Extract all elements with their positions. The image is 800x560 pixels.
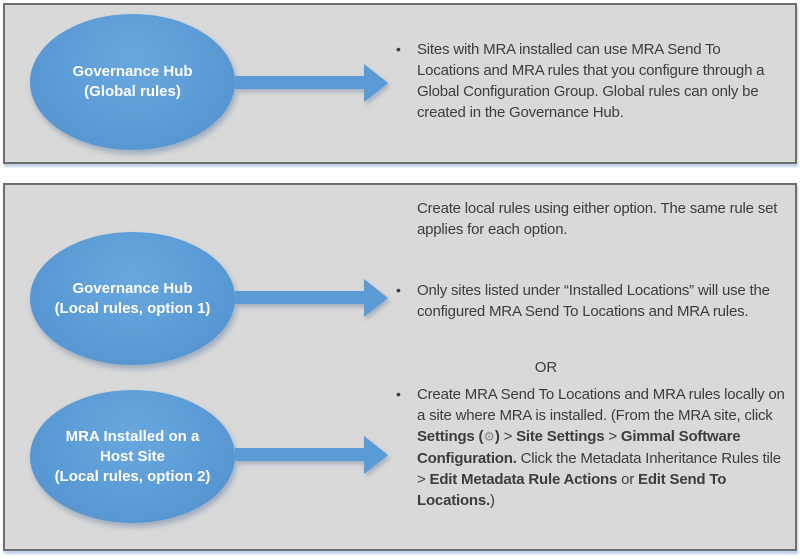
option2-bullet-text: Create MRA Send To Locations and MRA rul… [417, 386, 785, 509]
bullet-dot: • [396, 41, 401, 57]
arrow-right-icon [235, 279, 388, 317]
arrow-right-icon [235, 436, 388, 474]
ellipse-label: Governance Hub (Global rules) [72, 63, 193, 100]
option1-bullet-text: Only sites listed under “Installed Locat… [417, 282, 770, 320]
bullet-dot: • [396, 386, 401, 402]
global-rules-panel: Governance Hub (Global rules) • Sites wi… [3, 3, 797, 164]
local-rules-intro-text: Create local rules using either option. … [417, 200, 778, 238]
bullet-item: • Only sites listed under “Installed Loc… [396, 280, 779, 322]
ellipse-label: Governance Hub (Local rules, option 1) [54, 279, 211, 317]
ellipse-label: MRA Installed on a Host Site (Local rule… [54, 427, 211, 485]
mra-host-site-ellipse: MRA Installed on a Host Site (Local rule… [30, 390, 235, 523]
or-label: OR [534, 359, 558, 376]
arrow-right-icon [235, 64, 388, 102]
gear-icon: ⚙ [483, 430, 495, 445]
local-rules-panel: Create local rules using either option. … [3, 183, 797, 551]
bullet-item: • Sites with MRA installed can use MRA S… [396, 39, 779, 123]
governance-hub-global-ellipse: Governance Hub (Global rules) [30, 14, 235, 150]
global-rules-bullet-text: Sites with MRA installed can use MRA Sen… [417, 41, 765, 121]
governance-hub-local-ellipse: Governance Hub (Local rules, option 1) [30, 232, 235, 365]
bullet-dot: • [396, 282, 401, 298]
bullet-item: • Create MRA Send To Locations and MRA r… [396, 384, 791, 511]
